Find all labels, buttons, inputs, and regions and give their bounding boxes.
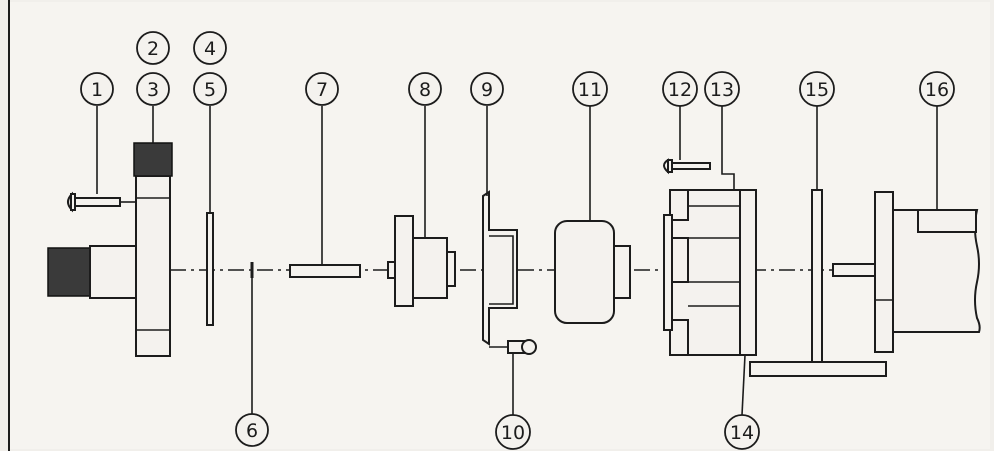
callout-15: 15 <box>799 71 835 107</box>
callout-16: 16 <box>919 71 955 107</box>
callout-label-7: 7 <box>316 79 328 101</box>
callout-label-1: 1 <box>91 79 103 101</box>
leader-lines <box>96 106 938 416</box>
part-motor-16 <box>832 191 981 353</box>
callout-1: 1 <box>80 72 114 106</box>
callout-8: 8 <box>408 72 442 106</box>
part-body-fitting <box>47 142 173 357</box>
callout-label-3: 3 <box>147 79 159 101</box>
callout-label-5: 5 <box>204 79 216 101</box>
callout-4: 4 <box>193 31 227 65</box>
part-gasket-5 <box>206 212 214 326</box>
callout-label-12: 12 <box>668 79 692 101</box>
callout-label-4: 4 <box>204 38 216 60</box>
callout-label-10: 10 <box>501 422 525 444</box>
callout-13: 13 <box>704 71 740 107</box>
part-screw-10 <box>489 339 537 355</box>
part-screw-12 <box>663 158 711 175</box>
part-impeller-8 <box>387 215 456 307</box>
part-cup-11 <box>554 220 631 324</box>
callout-10: 10 <box>495 414 531 450</box>
callout-label-11: 11 <box>578 79 602 101</box>
part-screw-1 <box>67 191 136 213</box>
callout-label-16: 16 <box>925 79 949 101</box>
callout-12: 12 <box>662 71 698 107</box>
callout-3: 3 <box>136 72 170 106</box>
callout-label-14: 14 <box>730 422 754 444</box>
callout-7: 7 <box>305 72 339 106</box>
callout-9: 9 <box>470 72 504 106</box>
part-bracket-14 <box>663 189 757 356</box>
callout-label-8: 8 <box>419 79 431 101</box>
part-clip-13 <box>721 158 740 191</box>
part-wear-plate-9 <box>482 190 518 346</box>
callout-6: 6 <box>235 413 269 447</box>
callout-11: 11 <box>572 71 608 107</box>
thread-left <box>47 247 91 297</box>
callout-label-13: 13 <box>710 79 734 101</box>
part-shaft-7 <box>289 264 361 278</box>
thread-top <box>133 142 173 177</box>
callout-2: 2 <box>136 31 170 65</box>
callout-label-9: 9 <box>481 79 493 101</box>
callout-label-2: 2 <box>147 38 159 60</box>
callout-label-15: 15 <box>805 79 829 101</box>
callout-label-6: 6 <box>246 420 258 442</box>
callout-14: 14 <box>724 414 760 450</box>
callout-5: 5 <box>193 72 227 106</box>
